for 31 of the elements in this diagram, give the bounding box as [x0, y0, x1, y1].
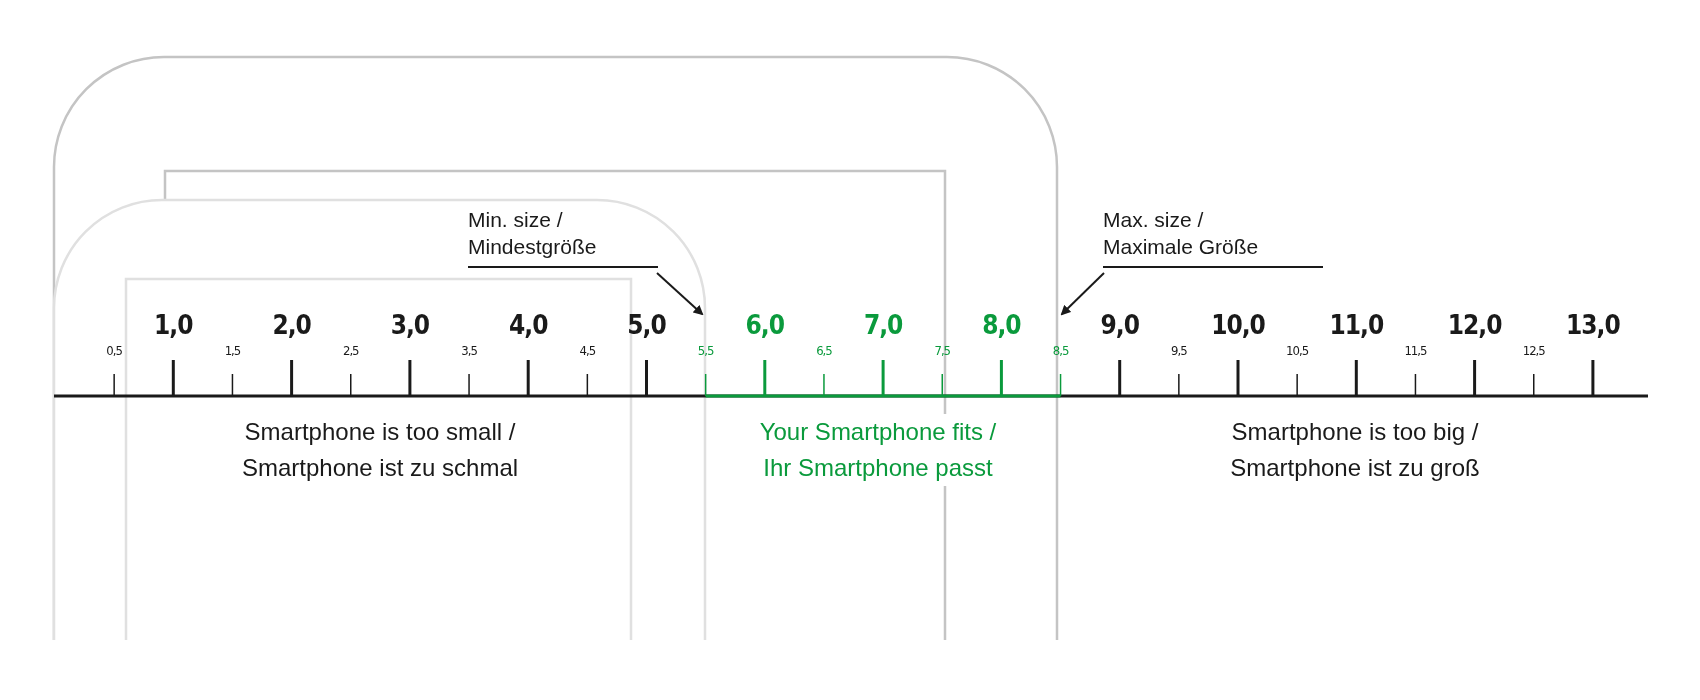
- scale-number: 5,0: [627, 310, 666, 340]
- scale-number: 6,0: [745, 310, 784, 340]
- scale-number: 3,0: [390, 310, 430, 340]
- scale-number: 2,0: [272, 310, 311, 340]
- scale-number: 0,5: [106, 343, 122, 358]
- scale-number: 12,5: [1522, 343, 1545, 358]
- scale-number: 11,5: [1404, 343, 1427, 358]
- scale-number: 5,5: [697, 343, 714, 358]
- scale-number: 9,5: [1171, 343, 1187, 358]
- scale-number: 1,5: [224, 343, 241, 358]
- scale-number: 4,0: [508, 310, 548, 340]
- scale-number: 8,0: [982, 310, 1021, 340]
- leader-arrow: [1060, 272, 1105, 316]
- scale-number: 11,0: [1329, 310, 1384, 340]
- annotation-text: Max. size / Maximale Größe: [1103, 206, 1323, 268]
- scale-number: 4,5: [579, 343, 596, 358]
- scale-number: 7,5: [934, 343, 951, 358]
- scale-number: 8,5: [1052, 343, 1069, 358]
- scale-number: 7,0: [863, 310, 903, 340]
- scale-number: 1,0: [154, 310, 193, 340]
- leader-arrow: [656, 272, 704, 316]
- scale-number: 12,0: [1447, 310, 1502, 340]
- scale-number: 10,0: [1211, 310, 1265, 340]
- scale-number: 3,5: [461, 343, 477, 358]
- scale-number: 13,0: [1566, 310, 1620, 340]
- scale-number: 9,0: [1100, 310, 1139, 340]
- scale-number: 6,5: [816, 343, 832, 358]
- annotation-text: Min. size / Mindestgröße: [468, 206, 658, 268]
- range-caption: Your Smartphone fits /: [757, 414, 999, 450]
- scale-number: 2,5: [342, 343, 359, 358]
- scale-number: 10,5: [1286, 343, 1309, 358]
